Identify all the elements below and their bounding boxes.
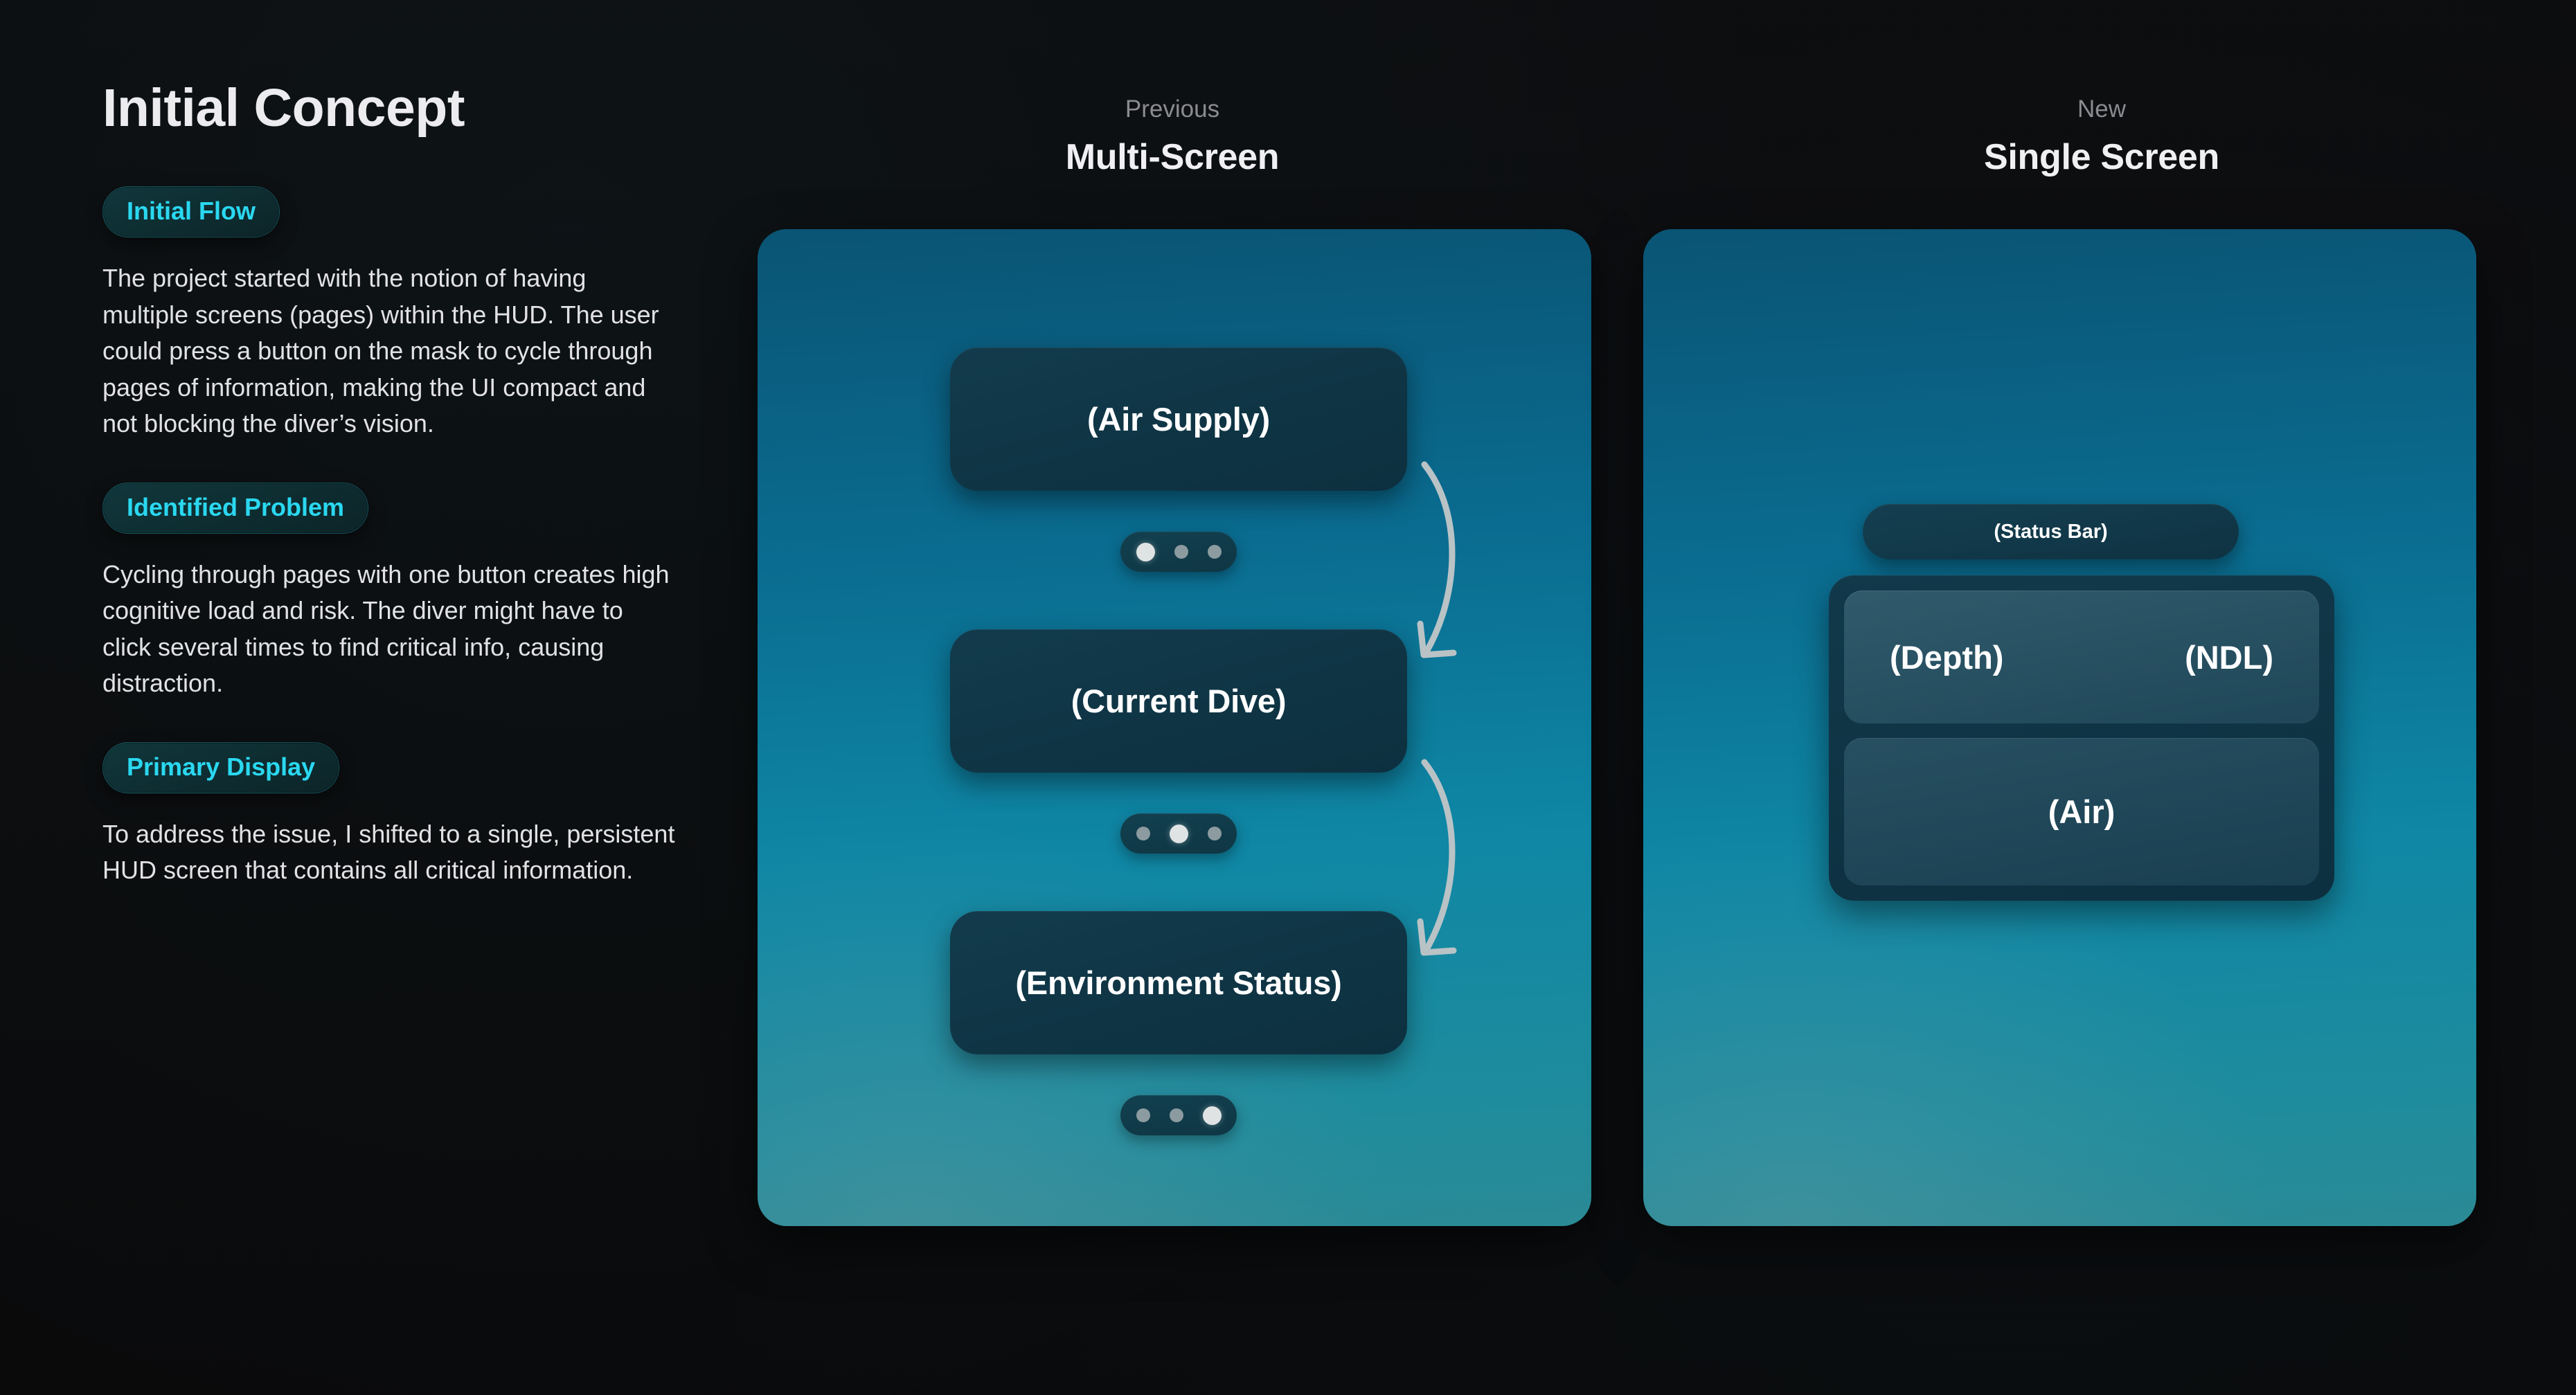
section-initial-flow: Initial Flow The project started with th…	[102, 186, 705, 442]
hud-status-bar-label: (Status Bar)	[1994, 520, 2108, 543]
column-header-new: New Single Screen	[1381, 97, 2576, 175]
hud-status-bar[interactable]: (Status Bar)	[1863, 504, 2239, 559]
section-primary-display: Primary Display To address the issue, I …	[102, 741, 705, 889]
page-dot-3[interactable]	[1202, 1106, 1222, 1125]
screen-card-environment-status[interactable]: (Environment Status)	[950, 911, 1407, 1054]
headline-multi-screen: Multi-Screen	[1065, 137, 1280, 177]
hud-air-label: (Air)	[2048, 793, 2116, 830]
page-dot-1[interactable]	[1136, 542, 1155, 561]
hud-frame: (Depth) (NDL) (Air)	[1829, 575, 2334, 901]
tag-initial-flow[interactable]: Initial Flow	[102, 186, 280, 237]
hud-air-panel[interactable]: (Air)	[1844, 738, 2319, 885]
tag-identified-problem[interactable]: Identified Problem	[102, 482, 369, 534]
screen-card-label: (Current Dive)	[1071, 683, 1287, 719]
page-indicator-3[interactable]	[1120, 1095, 1237, 1135]
column-header-previous: Previous Multi-Screen	[743, 97, 1602, 175]
hud-ndl-label: (NDL)	[2185, 638, 2273, 676]
screen-card-label: (Air Supply)	[1087, 401, 1270, 438]
eyebrow-previous: Previous	[1125, 96, 1220, 123]
section-body-primary-display: To address the issue, I shifted to a sin…	[102, 819, 675, 885]
section-body-identified-problem: Cycling through pages with one button cr…	[102, 559, 670, 698]
page-dot-2[interactable]	[1174, 545, 1188, 559]
screen-card-current-dive[interactable]: (Current Dive)	[950, 629, 1407, 773]
panel-multi-screen: (Air Supply) (Current Dive) (Environment…	[758, 229, 1591, 1226]
screen-card-air-supply[interactable]: (Air Supply)	[950, 348, 1407, 491]
page-indicator-2[interactable]	[1120, 813, 1237, 854]
page-indicator-1[interactable]	[1120, 532, 1237, 572]
page-dot-1[interactable]	[1136, 1108, 1150, 1122]
screen-card-label: (Environment Status)	[1015, 964, 1342, 1001]
flow-arrow-down-icon	[1417, 461, 1457, 658]
page-dot-3[interactable]	[1207, 827, 1222, 840]
flow-arrow-down-icon	[1417, 759, 1457, 956]
section-identified-problem: Identified Problem Cycling through pages…	[102, 482, 705, 702]
tag-primary-display[interactable]: Primary Display	[102, 741, 340, 793]
panel-single-screen: (Status Bar) (Depth) (NDL) (Air)	[1643, 229, 2476, 1226]
left-content-column: Initial Concept Initial Flow The project…	[102, 82, 705, 929]
hud-depth-label: (Depth)	[1890, 638, 2004, 676]
page-dot-2[interactable]	[1169, 1108, 1183, 1122]
page-dot-2[interactable]	[1169, 824, 1188, 843]
hud-top-row[interactable]: (Depth) (NDL)	[1844, 591, 2319, 723]
page-title: Initial Concept	[102, 78, 465, 138]
page-dot-1[interactable]	[1136, 827, 1150, 840]
eyebrow-new: New	[2077, 96, 2127, 123]
headline-single-screen: Single Screen	[1983, 137, 2220, 177]
page-dot-3[interactable]	[1207, 545, 1222, 559]
section-body-initial-flow: The project started with the notion of h…	[102, 264, 659, 438]
